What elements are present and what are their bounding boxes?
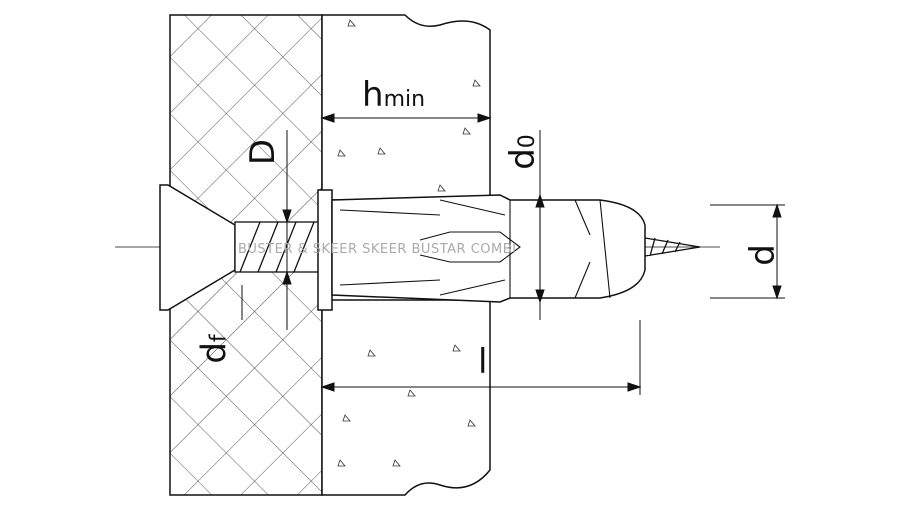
screw-thread bbox=[234, 221, 321, 273]
label-hmin: hmin bbox=[362, 78, 425, 112]
watermark: BUSTER & SKEER SKEER BUSTAR COMBI bbox=[238, 242, 517, 257]
concrete-aggregate bbox=[337, 19, 481, 467]
label-df-main: d bbox=[194, 342, 235, 364]
label-l: l bbox=[478, 342, 488, 382]
label-df-sub: f bbox=[206, 334, 232, 343]
concrete-base bbox=[321, 14, 491, 496]
label-D: D bbox=[243, 138, 284, 166]
label-hmin-sub: min bbox=[383, 87, 426, 112]
label-d0-sub: 0 bbox=[514, 134, 540, 149]
dimension-lines bbox=[241, 113, 785, 395]
dowel-body bbox=[331, 194, 646, 303]
label-d0: d0 bbox=[502, 134, 543, 170]
label-d: d bbox=[742, 244, 783, 266]
label-hmin-main: h bbox=[362, 75, 384, 115]
screw-tip bbox=[644, 237, 701, 257]
label-df: df bbox=[194, 334, 235, 364]
label-d0-main: d bbox=[502, 148, 543, 170]
dowel-flange bbox=[317, 189, 333, 311]
